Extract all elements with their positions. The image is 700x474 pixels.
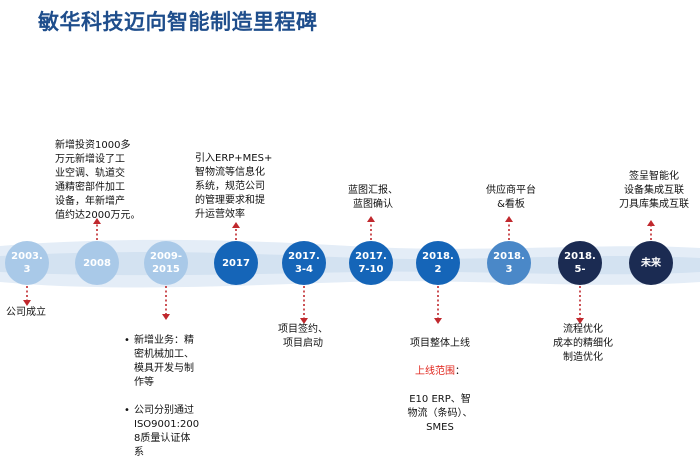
- note-2018-3: 供应商平台 &看板: [486, 185, 536, 210]
- note-2017: 引入ERP+MES+ 智物流等信息化 系统，规范公司 的管理要求和提 升运营效率: [195, 153, 273, 220]
- note-2009-item-1: 新增业务：精 密机械加工、 模具开发与制 作等: [124, 334, 208, 390]
- note-2009-2015: 新增业务：精 密机械加工、 模具开发与制 作等 公司分别通过 ISO9001:2…: [124, 320, 208, 474]
- note-2018-5: 流程优化 成本的精细化 制造优化: [553, 324, 613, 363]
- milestone-2003-3: 2003. 3: [5, 241, 49, 285]
- note-2018-2-scope-line: 上线范围：: [398, 365, 482, 379]
- milestone-2017: 2017: [214, 241, 258, 285]
- milestone-2017-3-4: 2017. 3-4: [282, 241, 326, 285]
- note-2003: 公司成立: [6, 307, 46, 318]
- milestone-2009-2015: 2009- 2015: [144, 241, 188, 285]
- milestone-2008: 2008: [75, 241, 119, 285]
- note-2018-2-body: E10 ERP、智 物流（条码）、 SMES: [407, 394, 473, 433]
- note-2017-3-4: 项目签约、 项目启动: [278, 324, 328, 349]
- milestone-2018-3: 2018. 3: [487, 241, 531, 285]
- milestone-2018-5: 2018. 5-: [558, 241, 602, 285]
- note-2018-2: 项目整体上线 上线范围： E10 ERP、智 物流（条码）、 SMES: [398, 323, 482, 449]
- page-title: 敏华科技迈向智能制造里程碑: [38, 10, 318, 34]
- note-2009-item-2: 公司分别通过 ISO9001:200 8质量认证体 系: [124, 404, 208, 460]
- note-2018-2-scope: 上线范围: [415, 366, 455, 377]
- note-2017-7-10: 蓝图汇报、 蓝图确认: [348, 185, 398, 210]
- milestone-2017-7-10: 2017. 7-10: [349, 241, 393, 285]
- timeline-connectors: [23, 216, 655, 324]
- note-2008: 新增投资1000多 万元新增设了工 业空调、轨道交 通精密部件加工 设备，年新增…: [55, 140, 141, 221]
- milestone-2018-2: 2018. 2: [416, 241, 460, 285]
- milestone-future: 未来: [629, 241, 673, 285]
- note-2018-2-head: 项目整体上线: [410, 338, 470, 349]
- note-2018-2-colon: ：: [455, 366, 465, 377]
- note-future: 签呈智能化 设备集成互联 刀具库集成互联: [619, 171, 689, 210]
